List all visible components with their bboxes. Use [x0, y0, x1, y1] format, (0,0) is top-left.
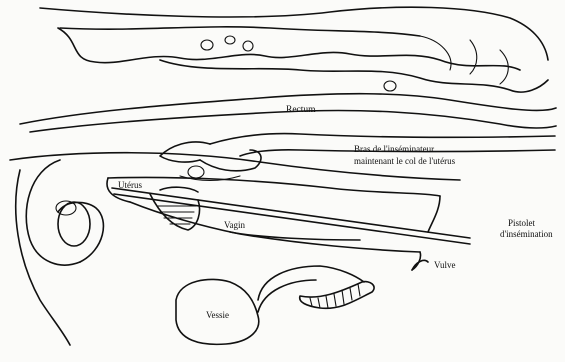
urethra-segment: [300, 282, 374, 309]
label-pistolet-line1: Pistolet: [508, 218, 536, 228]
label-vulve: Vulve: [434, 260, 455, 270]
label-arm-line2: maintenant le col de l'utérus: [354, 156, 456, 166]
label-rectum: Rectum: [286, 105, 316, 115]
label-vessie: Vessie: [206, 310, 229, 320]
label-pistolet-line2: d'insémination: [500, 229, 553, 239]
label-uterus: Utérus: [118, 180, 142, 190]
rectum-contents: [201, 36, 396, 91]
label-arm-line1: Bras de l'inséminateur: [354, 144, 434, 154]
label-vagin: Vagin: [224, 220, 245, 230]
uterine-horn-coil: [26, 160, 103, 265]
